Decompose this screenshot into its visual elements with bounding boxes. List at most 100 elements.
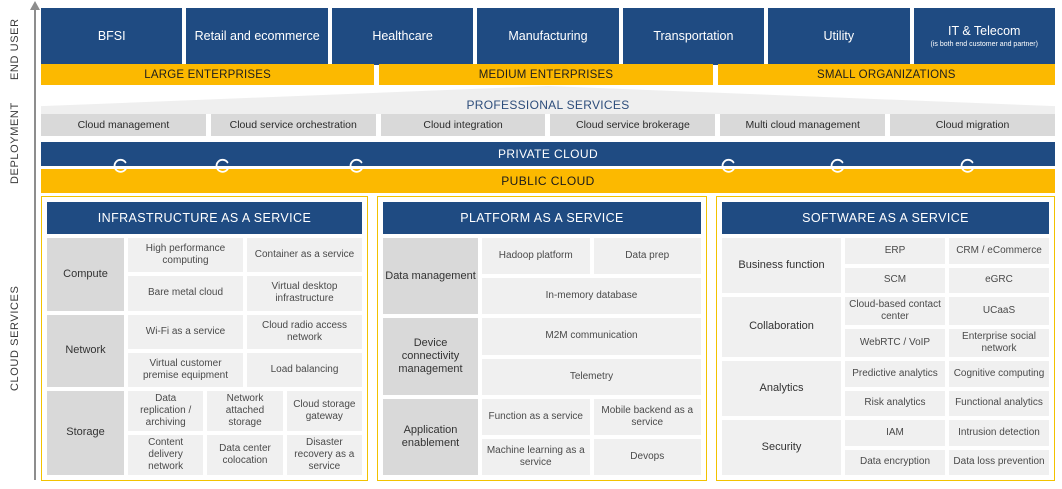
professional-services-title: PROFESSIONAL SERVICES: [466, 98, 630, 112]
service-cell[interactable]: Wi-Fi as a service: [128, 314, 243, 349]
service-cell[interactable]: Mobile backend as a service: [593, 398, 701, 435]
axis-arrow-icon: [30, 1, 40, 10]
service-cell[interactable]: Devops: [593, 438, 701, 475]
service-cell[interactable]: Telemetry: [482, 358, 701, 395]
service-cell[interactable]: Bare metal cloud: [128, 276, 243, 311]
industry-label: IT & Telecom: [947, 24, 1021, 39]
service-cell[interactable]: eGRC: [949, 267, 1049, 293]
service-cell-row-2: Telemetry: [482, 358, 701, 395]
service-cell[interactable]: CRM / eCommerce: [949, 238, 1049, 264]
industry-box-5[interactable]: Transportation: [622, 8, 765, 65]
service-cell[interactable]: Cloud-based contact center: [845, 297, 945, 325]
service-cell[interactable]: Machine learning as a service: [482, 438, 590, 475]
service-cell[interactable]: UCaaS: [949, 297, 1049, 325]
service-cell-row-1: M2M communication: [482, 318, 701, 355]
service-group-label: Compute: [47, 238, 124, 311]
service-cell[interactable]: In-memory database: [482, 278, 701, 315]
professional-service-chip-5[interactable]: Multi cloud management: [720, 114, 886, 136]
service-cell[interactable]: Content delivery network: [128, 435, 204, 475]
service-cell[interactable]: Network attached storage: [207, 391, 283, 431]
service-cell[interactable]: Risk analytics: [845, 390, 945, 416]
service-group-label: Business function: [722, 238, 841, 293]
industry-box-4[interactable]: Manufacturing: [477, 8, 619, 65]
service-cell[interactable]: IAM: [845, 420, 945, 446]
professional-service-chip-6[interactable]: Cloud migration: [890, 114, 1055, 136]
service-cell[interactable]: Cognitive computing: [949, 361, 1049, 387]
service-cell[interactable]: Virtual customer premise equipment: [128, 352, 243, 387]
service-cell[interactable]: M2M communication: [482, 318, 701, 355]
service-cell[interactable]: Container as a service: [247, 238, 362, 273]
service-cell[interactable]: Load balancing: [247, 352, 362, 387]
service-cell[interactable]: High performance computing: [128, 238, 243, 273]
service-cell[interactable]: Hadoop platform: [482, 238, 590, 275]
service-cell[interactable]: Cloud storage gateway: [286, 391, 362, 431]
service-group-label: Data management: [383, 238, 478, 315]
axis-label-deployment: DEPLOYMENT: [9, 102, 21, 184]
service-cell[interactable]: Data replication / archiving: [128, 391, 204, 431]
service-cell[interactable]: ERP: [845, 238, 945, 264]
enterprise-segment-3[interactable]: SMALL ORGANIZATIONS: [717, 64, 1055, 85]
professional-service-chip-4[interactable]: Cloud service brokerage: [550, 114, 716, 136]
professional-service-chip-2[interactable]: Cloud service orchestration: [210, 114, 376, 136]
industry-sublabel: (is both end customer and partner): [930, 40, 1038, 48]
industry-box-1[interactable]: BFSI: [41, 8, 183, 65]
service-cell[interactable]: Data center colocation: [207, 435, 283, 475]
industry-label: BFSI: [97, 28, 126, 43]
service-group-label: Application enablement: [383, 398, 478, 475]
service-cell[interactable]: Data loss prevention: [949, 449, 1049, 475]
service-cell[interactable]: Virtual desktop infrastructure: [247, 276, 362, 311]
panel-title-paas: PLATFORM AS A SERVICE: [383, 202, 701, 234]
panel-title-saas: SOFTWARE AS A SERVICE: [722, 202, 1049, 234]
industry-label: Manufacturing: [508, 28, 588, 43]
enterprise-segment-1[interactable]: LARGE ENTERPRISES: [41, 64, 375, 85]
service-cell[interactable]: Intrusion detection: [949, 420, 1049, 446]
service-cell[interactable]: Cloud radio access network: [247, 314, 362, 349]
industry-box-2[interactable]: Retail and ecommerce: [186, 8, 328, 65]
service-cell[interactable]: Enterprise social network: [949, 329, 1049, 357]
industry-box-3[interactable]: Healthcare: [331, 8, 474, 65]
professional-service-chip-3[interactable]: Cloud integration: [380, 114, 546, 136]
public-cloud-band: PUBLIC CLOUD: [41, 169, 1055, 193]
service-cell[interactable]: Data prep: [593, 238, 701, 275]
service-cell[interactable]: WebRTC / VoIP: [845, 329, 945, 357]
service-group-label: Storage: [47, 391, 124, 475]
professional-service-chip-1[interactable]: Cloud management: [41, 114, 206, 136]
enterprise-segment-2[interactable]: MEDIUM ENTERPRISES: [379, 64, 713, 85]
service-group-label: Network: [47, 314, 124, 387]
service-cell[interactable]: Data encryption: [845, 449, 945, 475]
service-cell[interactable]: SCM: [845, 267, 945, 293]
service-cell-row-2: In-memory database: [482, 278, 701, 315]
industry-box-7[interactable]: IT & Telecom(is both end customer and pa…: [913, 8, 1055, 65]
service-cell[interactable]: Predictive analytics: [845, 361, 945, 387]
service-cell[interactable]: Function as a service: [482, 398, 590, 435]
service-cell[interactable]: Functional analytics: [949, 390, 1049, 416]
service-group-label: Collaboration: [722, 297, 841, 357]
service-cell[interactable]: Disaster recovery as a service: [286, 435, 362, 475]
industry-box-6[interactable]: Utility: [768, 8, 910, 65]
